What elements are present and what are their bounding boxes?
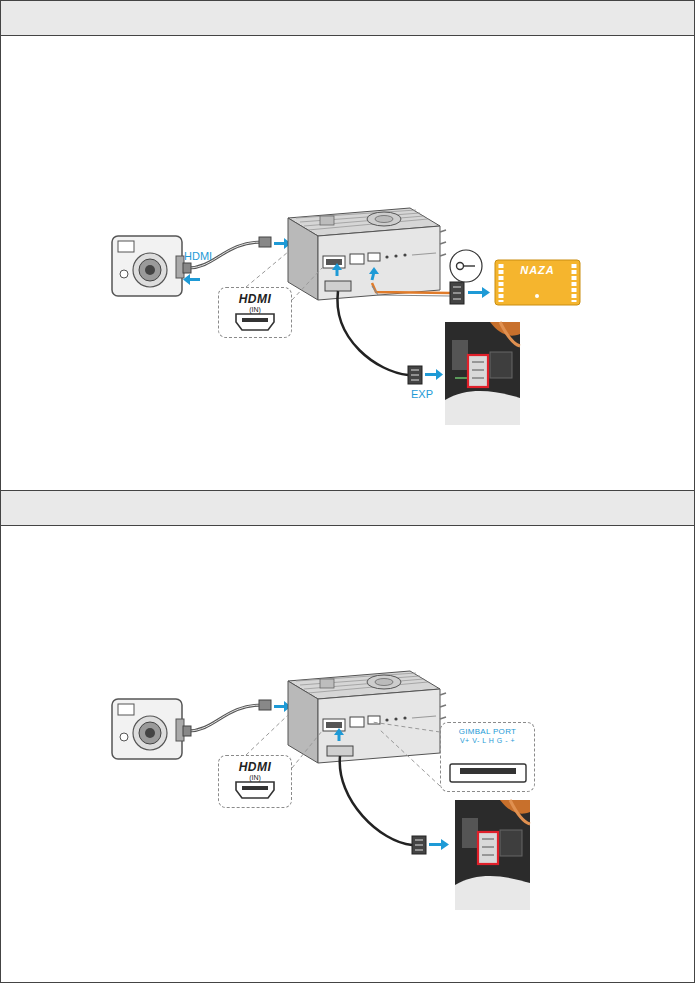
flight-controller (495, 260, 580, 305)
photo (462, 818, 478, 848)
hdmi-cable (183, 700, 291, 736)
port-symbol-callout (457, 263, 464, 270)
can-cable (369, 267, 379, 274)
action-camera (112, 236, 184, 296)
exp-cable (411, 380, 419, 381)
gimbal-cable (415, 850, 423, 851)
callout-leader (246, 715, 288, 755)
node-title: NAZA (520, 264, 555, 276)
photo (500, 322, 520, 346)
hdmi-port-symbol (242, 318, 268, 322)
callout-box: GIMBAL PORTV+ V- L H G - + (440, 722, 535, 792)
photo (455, 800, 530, 910)
node-subtext: (IN) (249, 306, 261, 314)
photo (478, 832, 498, 864)
photo (445, 322, 520, 425)
hdmi-port-symbol (242, 786, 268, 790)
flight-controller (495, 260, 580, 305)
port-symbol-callout (464, 265, 476, 266)
port-symbol-callout (450, 250, 482, 283)
gimbal-cable (334, 728, 344, 735)
exp-cable (411, 370, 419, 371)
can-cable (468, 287, 490, 298)
callout-box: HDMI(IN) (218, 287, 292, 338)
hdmi-port-symbol (236, 782, 274, 798)
photo (510, 800, 530, 824)
photo (455, 876, 530, 910)
exp-cable (325, 263, 443, 384)
callout-leader (292, 731, 322, 768)
callout-leader (380, 730, 440, 786)
action-camera (112, 699, 184, 759)
node-title: GIMBAL PORT (459, 728, 517, 737)
transmitter-unit (288, 208, 446, 300)
callout-leader (246, 252, 288, 287)
can-cable (453, 293, 461, 294)
can-cable (372, 286, 450, 296)
gimbal-port-symbol (450, 764, 526, 782)
gimbal-port-symbol (460, 768, 516, 774)
photo (468, 355, 488, 387)
node-subtext: V+ V- L H G - + (460, 737, 515, 745)
port-symbol-callout (450, 250, 482, 282)
controller-box: NAZA (495, 260, 580, 305)
gimbal-cable (429, 839, 449, 850)
gimbal-cable (340, 756, 412, 845)
callout-leader (246, 715, 440, 786)
gimbal-cable (415, 840, 423, 841)
exp-cable (337, 291, 408, 375)
gimbal-port-symbol (450, 764, 526, 782)
transmitter-unit (288, 671, 446, 763)
node-title: HDMI (239, 293, 272, 306)
connector-label: EXP (411, 388, 433, 400)
hdmi-port-symbol (236, 314, 274, 330)
callout-leader (292, 268, 322, 300)
can-cable (450, 282, 464, 304)
can-cable (453, 287, 461, 288)
photo (482, 847, 494, 848)
page-frame (1, 491, 695, 526)
exp-cable (408, 366, 422, 384)
photo (482, 839, 494, 840)
connector-label: HDMI (184, 250, 212, 262)
gimbal-cable (415, 845, 423, 846)
gimbal-cable (327, 746, 353, 756)
can-cable (372, 283, 450, 293)
port-symbol-callout (458, 282, 462, 283)
gimbal-cable (412, 836, 426, 854)
page-frame (1, 1, 695, 36)
hdmi-cable (183, 237, 291, 273)
node-subtext: (IN) (249, 774, 261, 782)
callout-leader (372, 722, 440, 732)
photo (445, 322, 520, 425)
exp-cable (411, 375, 419, 376)
can-cable (453, 299, 461, 300)
photo (472, 362, 484, 363)
direction-arrow (183, 274, 200, 285)
photo (472, 370, 484, 371)
node-title: HDMI (239, 761, 272, 774)
photo (490, 352, 512, 378)
gimbal-cable (327, 728, 449, 854)
callout-box: HDMI(IN) (218, 755, 292, 808)
exp-cable (425, 369, 443, 380)
flight-controller (572, 264, 577, 302)
photo (482, 855, 494, 856)
photo (452, 340, 468, 370)
photo (472, 378, 484, 379)
flight-controller (535, 294, 539, 298)
exp-cable (332, 263, 342, 270)
exp-cable (325, 281, 351, 291)
photo (455, 800, 530, 910)
photo (445, 391, 520, 425)
photo (500, 830, 522, 856)
flight-controller (499, 264, 504, 302)
